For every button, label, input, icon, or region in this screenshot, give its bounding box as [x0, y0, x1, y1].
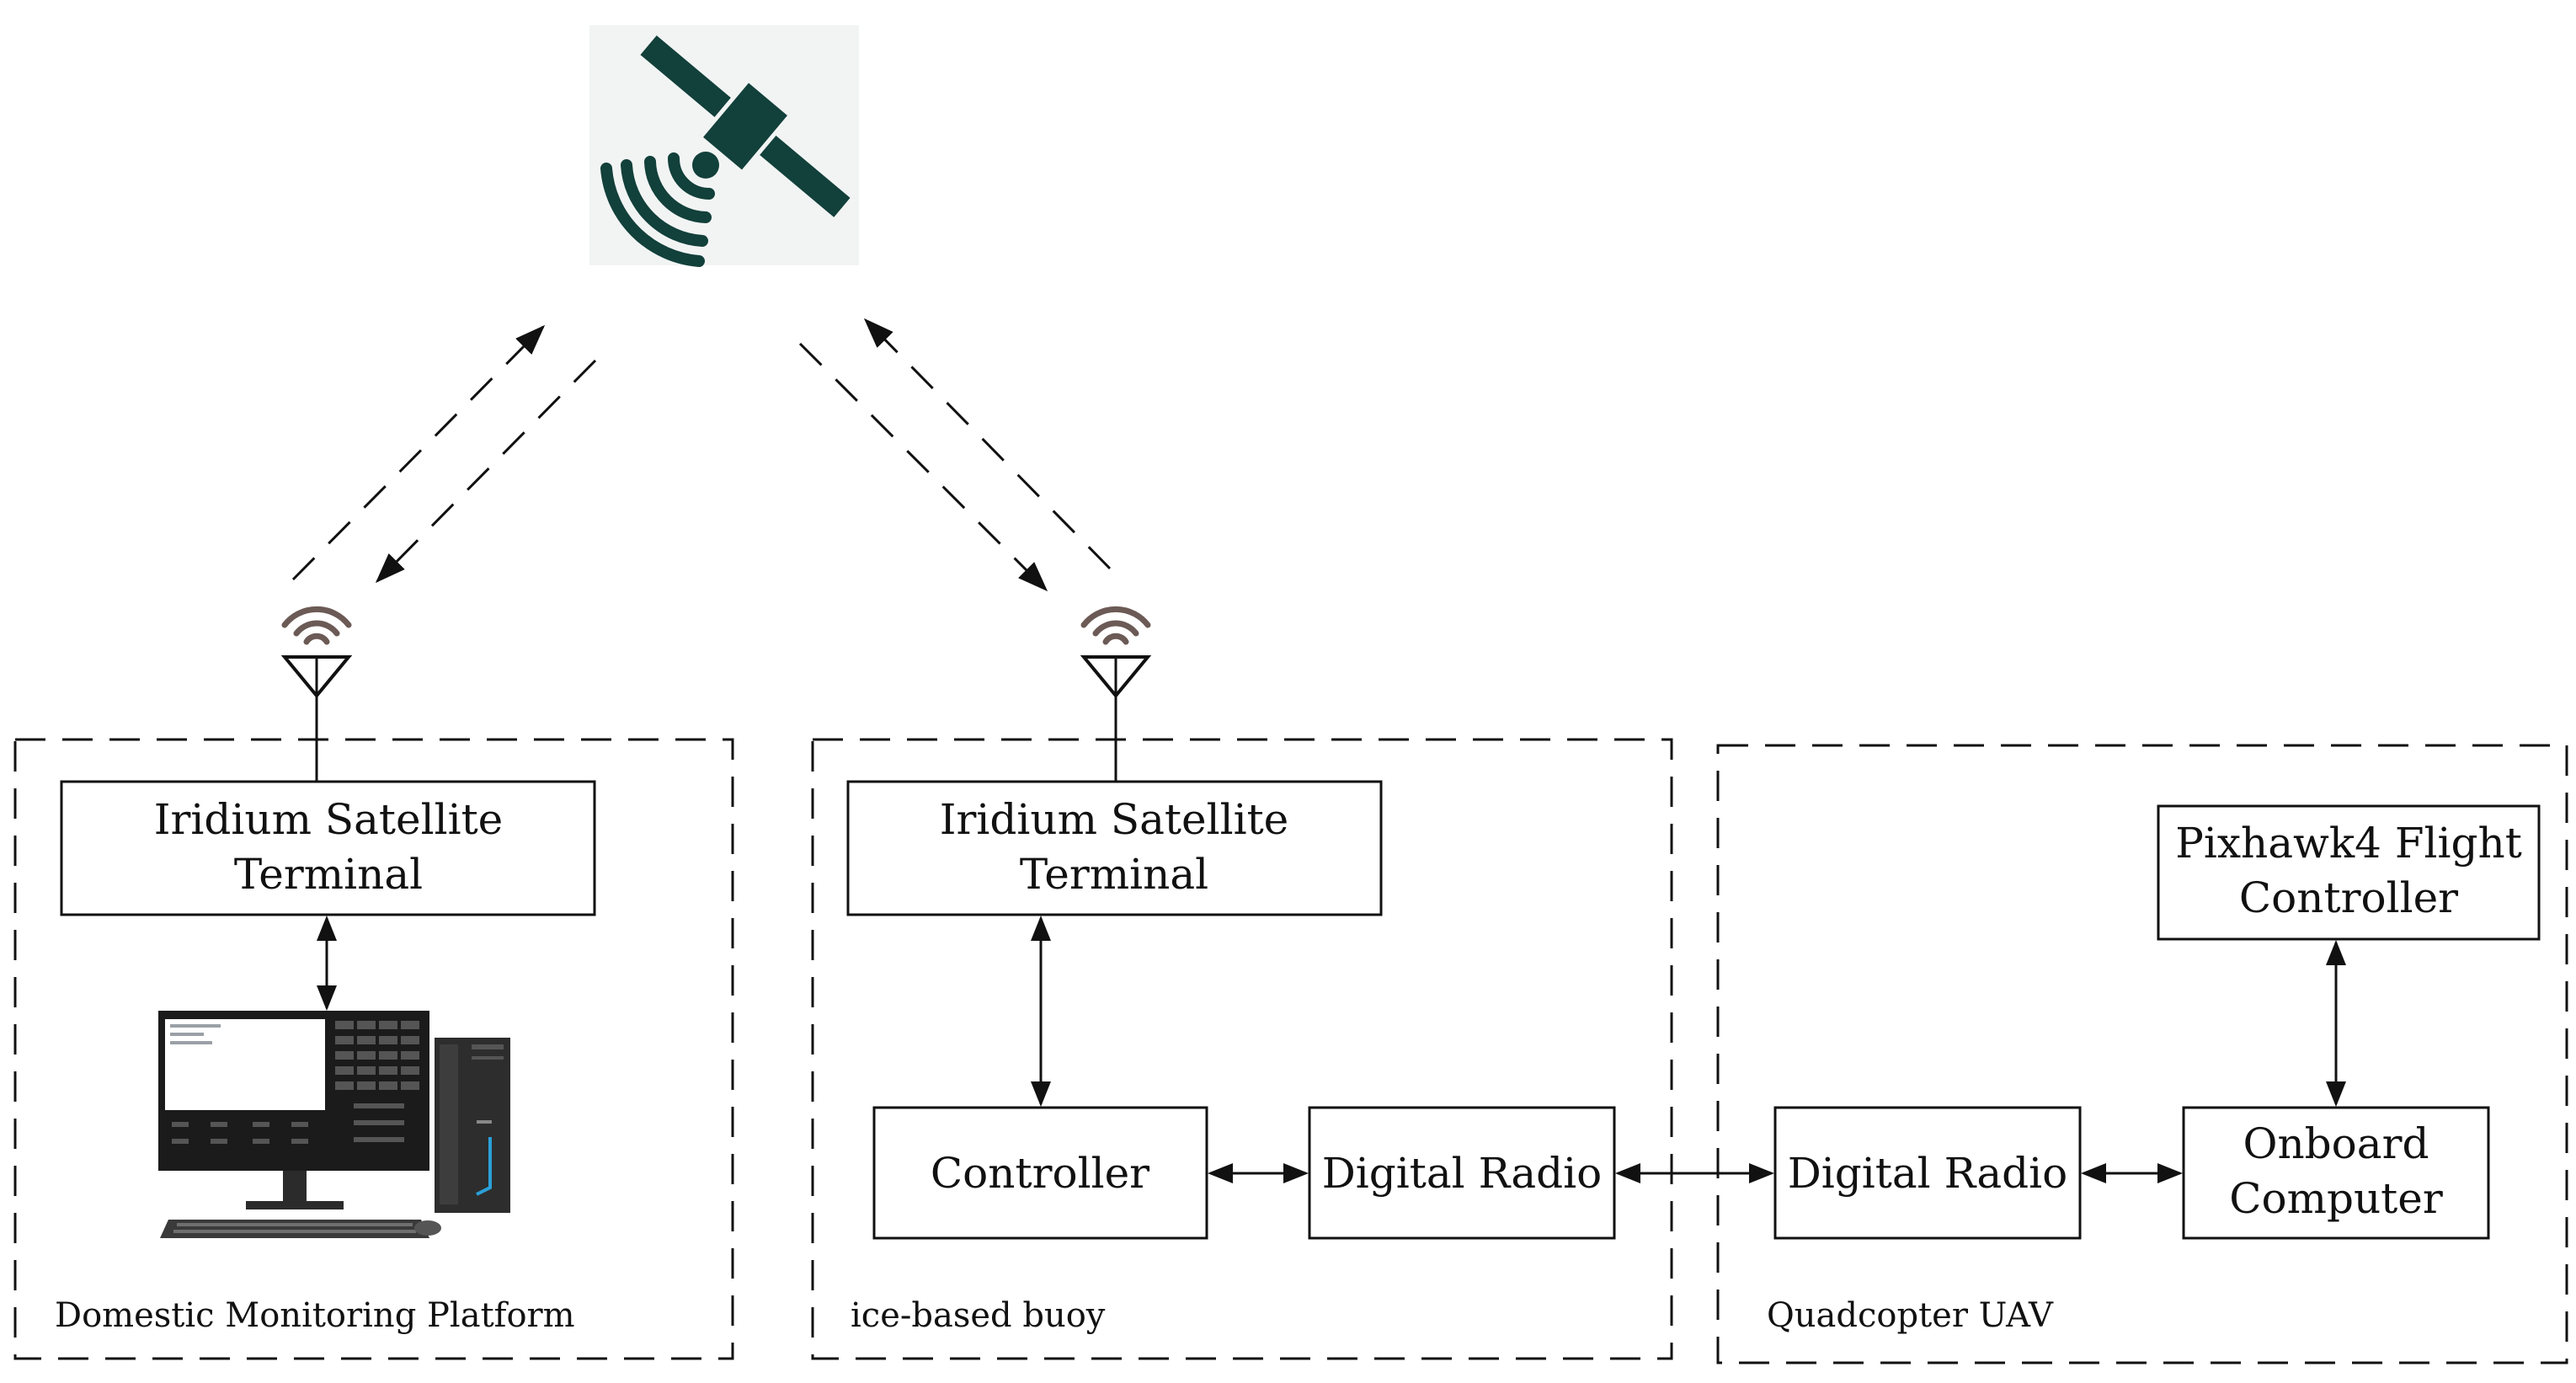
antenna-icon — [1080, 606, 1152, 782]
box-digital-radio-buoy — [1308, 1106, 1616, 1240]
link-up-buoy — [863, 318, 1112, 570]
label-iridium-buoy-line2: Terminal — [1020, 850, 1208, 899]
antenna-icon — [280, 606, 353, 782]
label-pixhawk-line1: Pixhawk4 Flight — [2175, 819, 2522, 868]
satellite-body — [703, 83, 787, 170]
link-up-domestic — [291, 324, 546, 581]
label-iridium-domestic-line1: Iridium Satellite — [154, 795, 504, 844]
label-onboard-computer-line2: Computer — [2229, 1174, 2443, 1223]
label-iridium-buoy-line1: Iridium Satellite — [940, 795, 1289, 844]
group-domestic-monitoring-platform — [13, 738, 734, 1360]
box-iridium-terminal-domestic — [60, 780, 596, 916]
group-label-domestic: Domestic Monitoring Platform — [55, 1296, 575, 1335]
group-quadcopter-uav — [1716, 744, 2568, 1364]
satellite-links — [291, 318, 1112, 592]
satellite-panel-left — [640, 35, 731, 117]
label-controller: Controller — [931, 1149, 1149, 1198]
box-controller — [872, 1106, 1208, 1240]
satellite-signal-waves — [600, 152, 715, 267]
label-digital-radio-buoy: Digital Radio — [1322, 1149, 1603, 1198]
box-digital-radio-uav — [1773, 1106, 2082, 1240]
label-digital-radio-uav: Digital Radio — [1788, 1149, 2068, 1198]
label-onboard-computer-line1: Onboard — [2243, 1119, 2429, 1168]
box-pixhawk4-flight-controller — [2157, 804, 2541, 941]
label-pixhawk-line2: Controller — [2239, 873, 2458, 922]
link-down-buoy — [798, 342, 1048, 592]
group-label-uav: Quadcopter UAV — [1767, 1296, 2054, 1335]
satellite-panel-right — [760, 136, 851, 217]
link-down-domestic — [375, 359, 597, 584]
group-ice-based-buoy — [811, 738, 1673, 1360]
label-iridium-domestic-line2: Terminal — [234, 850, 423, 899]
satellite-icon — [589, 25, 859, 267]
box-iridium-terminal-buoy — [846, 780, 1383, 916]
desktop-computer-icon — [158, 1011, 510, 1238]
box-onboard-computer — [2182, 1106, 2490, 1240]
group-label-buoy: ice-based buoy — [851, 1296, 1106, 1335]
